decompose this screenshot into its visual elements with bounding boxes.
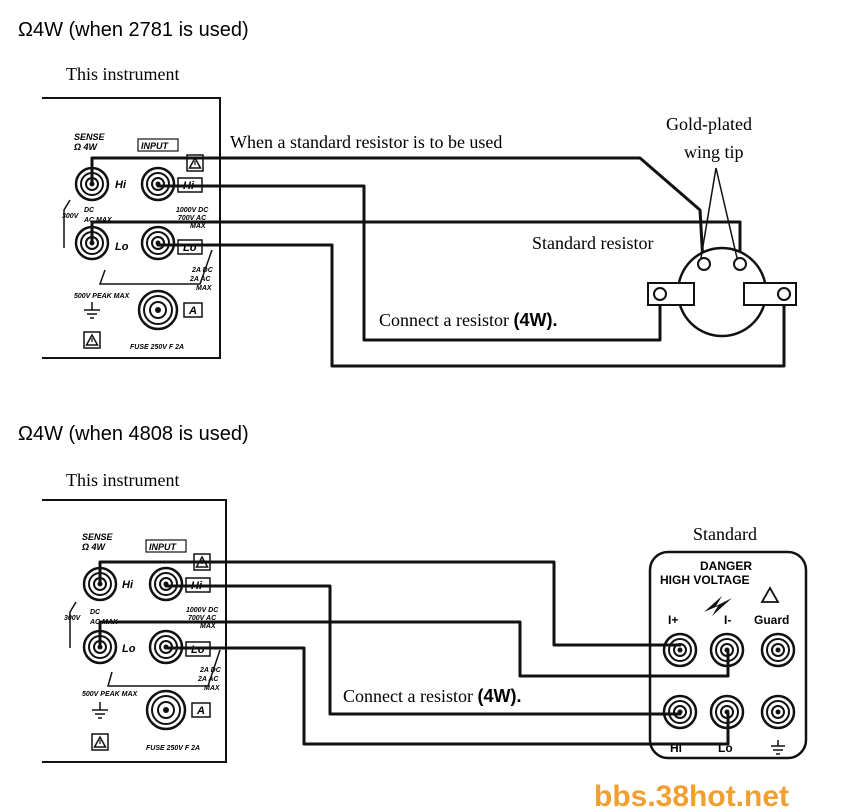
panel2-dc-label: DC	[90, 609, 101, 616]
panel2-peak-label: 500V PEAK MAX	[82, 691, 139, 698]
standard-warning-icon	[760, 586, 780, 603]
panel2-input-hi-jack	[148, 566, 184, 602]
wire2-input-hi	[164, 584, 682, 716]
panel1-2aac-label: 2A AC	[189, 276, 211, 283]
connect-text-1: Connect a resistor (4W).	[379, 310, 557, 330]
std-ground-jack	[760, 694, 796, 730]
standard-label: Standard	[693, 524, 757, 544]
panel2-sense-sub-label: Ω 4W	[81, 542, 107, 552]
guard-label: Guard	[754, 613, 789, 627]
section1-instrument-label: This instrument	[66, 64, 180, 84]
panel2-300v-label: 300V	[64, 615, 82, 622]
panel1-a-label: A	[188, 305, 197, 317]
std-i-plus-jack	[662, 632, 698, 668]
note-standard-resistor: When a standard resistor is to be used	[230, 132, 502, 152]
panel1-peak-label: 500V PEAK MAX	[74, 293, 131, 300]
gold-label-1: Gold-plated	[666, 114, 752, 134]
section2-title: Ω4W (when 4808 is used)	[18, 423, 249, 445]
panel1-amax-label: MAX	[196, 285, 213, 292]
panel1-1000v-label: 1000V DC	[176, 207, 209, 214]
panel1-max-label: MAX	[190, 223, 207, 230]
section2-instrument-label: This instrument	[66, 470, 180, 490]
panel2-2aac-label: 2A AC	[197, 676, 219, 683]
panel1-sense-lo-label: Lo	[115, 241, 129, 253]
panel1-warning-icon-bottom	[83, 331, 101, 349]
wire1-sense-hi	[90, 156, 705, 264]
panel1-dc-label: DC	[84, 207, 95, 214]
high-voltage-label: HIGH VOLTAGE	[660, 573, 750, 587]
wire1-input-lo	[156, 243, 786, 368]
panel2-sense-hi-label: Hi	[122, 579, 134, 591]
section1-title: Ω4W (when 2781 is used)	[18, 19, 249, 41]
standard-resistor-body	[647, 246, 797, 338]
panel2-a-label: A	[196, 705, 205, 717]
panel2-input-label: INPUT	[149, 542, 178, 552]
wire2-sense-lo	[98, 620, 730, 678]
std-hi-jack	[662, 694, 698, 730]
panel2-amax-label: MAX	[204, 685, 221, 692]
i-minus-label: I-	[724, 613, 731, 627]
wire2-input-lo	[164, 646, 730, 746]
panel1-input-label: INPUT	[141, 141, 170, 151]
panel2-a-jack	[145, 689, 187, 731]
panel1-input-hi-jack	[140, 166, 176, 202]
wire1-input-hi	[156, 184, 662, 342]
panel1-300v-label: 300V	[62, 213, 80, 220]
std-ground-icon	[771, 740, 785, 755]
i-plus-label: I+	[668, 613, 678, 627]
gold-label-2: wing tip	[684, 142, 744, 162]
panel2-1000v-label: 1000V DC	[186, 607, 219, 614]
std-resistor-label: Standard resistor	[532, 233, 653, 253]
danger-label: DANGER	[700, 559, 752, 573]
wire2-sense-hi	[98, 560, 682, 647]
panel2-ground-icon	[92, 702, 108, 719]
gold-tip-pointer	[700, 167, 738, 259]
panel1-sense-label: SENSE	[74, 132, 106, 142]
panel1-input-lo-jack	[140, 225, 176, 261]
panel2-fuse-label: FUSE 250V F 2A	[146, 745, 200, 752]
panel2-warning-icon-bottom	[91, 733, 109, 751]
instrument-panel-1	[42, 97, 221, 359]
panel2-2adc-label: 2A DC	[199, 667, 222, 674]
panel2-input-lo-label: Lo	[191, 644, 205, 656]
panel1-a-jack	[137, 289, 179, 331]
panel1-2adc-label: 2A DC	[191, 267, 214, 274]
panel2-700v-label: 700V AC	[188, 615, 217, 622]
panel2-sense-lo-label: Lo	[122, 643, 136, 655]
panel2-max-label: MAX	[200, 623, 217, 630]
panel1-fuse-label: FUSE 250V F 2A	[130, 344, 184, 351]
panel1-700v-label: 700V AC	[178, 215, 207, 222]
instrument-panel-2	[42, 499, 227, 763]
panel1-ground-icon	[84, 302, 100, 319]
panel1-sense-sub-label: Ω 4W	[73, 142, 99, 152]
connect-text-2: Connect a resistor (4W).	[343, 686, 521, 706]
panel2-sense-label: SENSE	[82, 532, 114, 542]
panel1-sense-hi-label: Hi	[115, 179, 127, 191]
std-guard-jack	[760, 632, 796, 668]
lightning-icon	[704, 596, 732, 616]
watermark-text: bbs.38hot.net	[594, 780, 789, 812]
wire1-sense-lo	[90, 220, 742, 264]
